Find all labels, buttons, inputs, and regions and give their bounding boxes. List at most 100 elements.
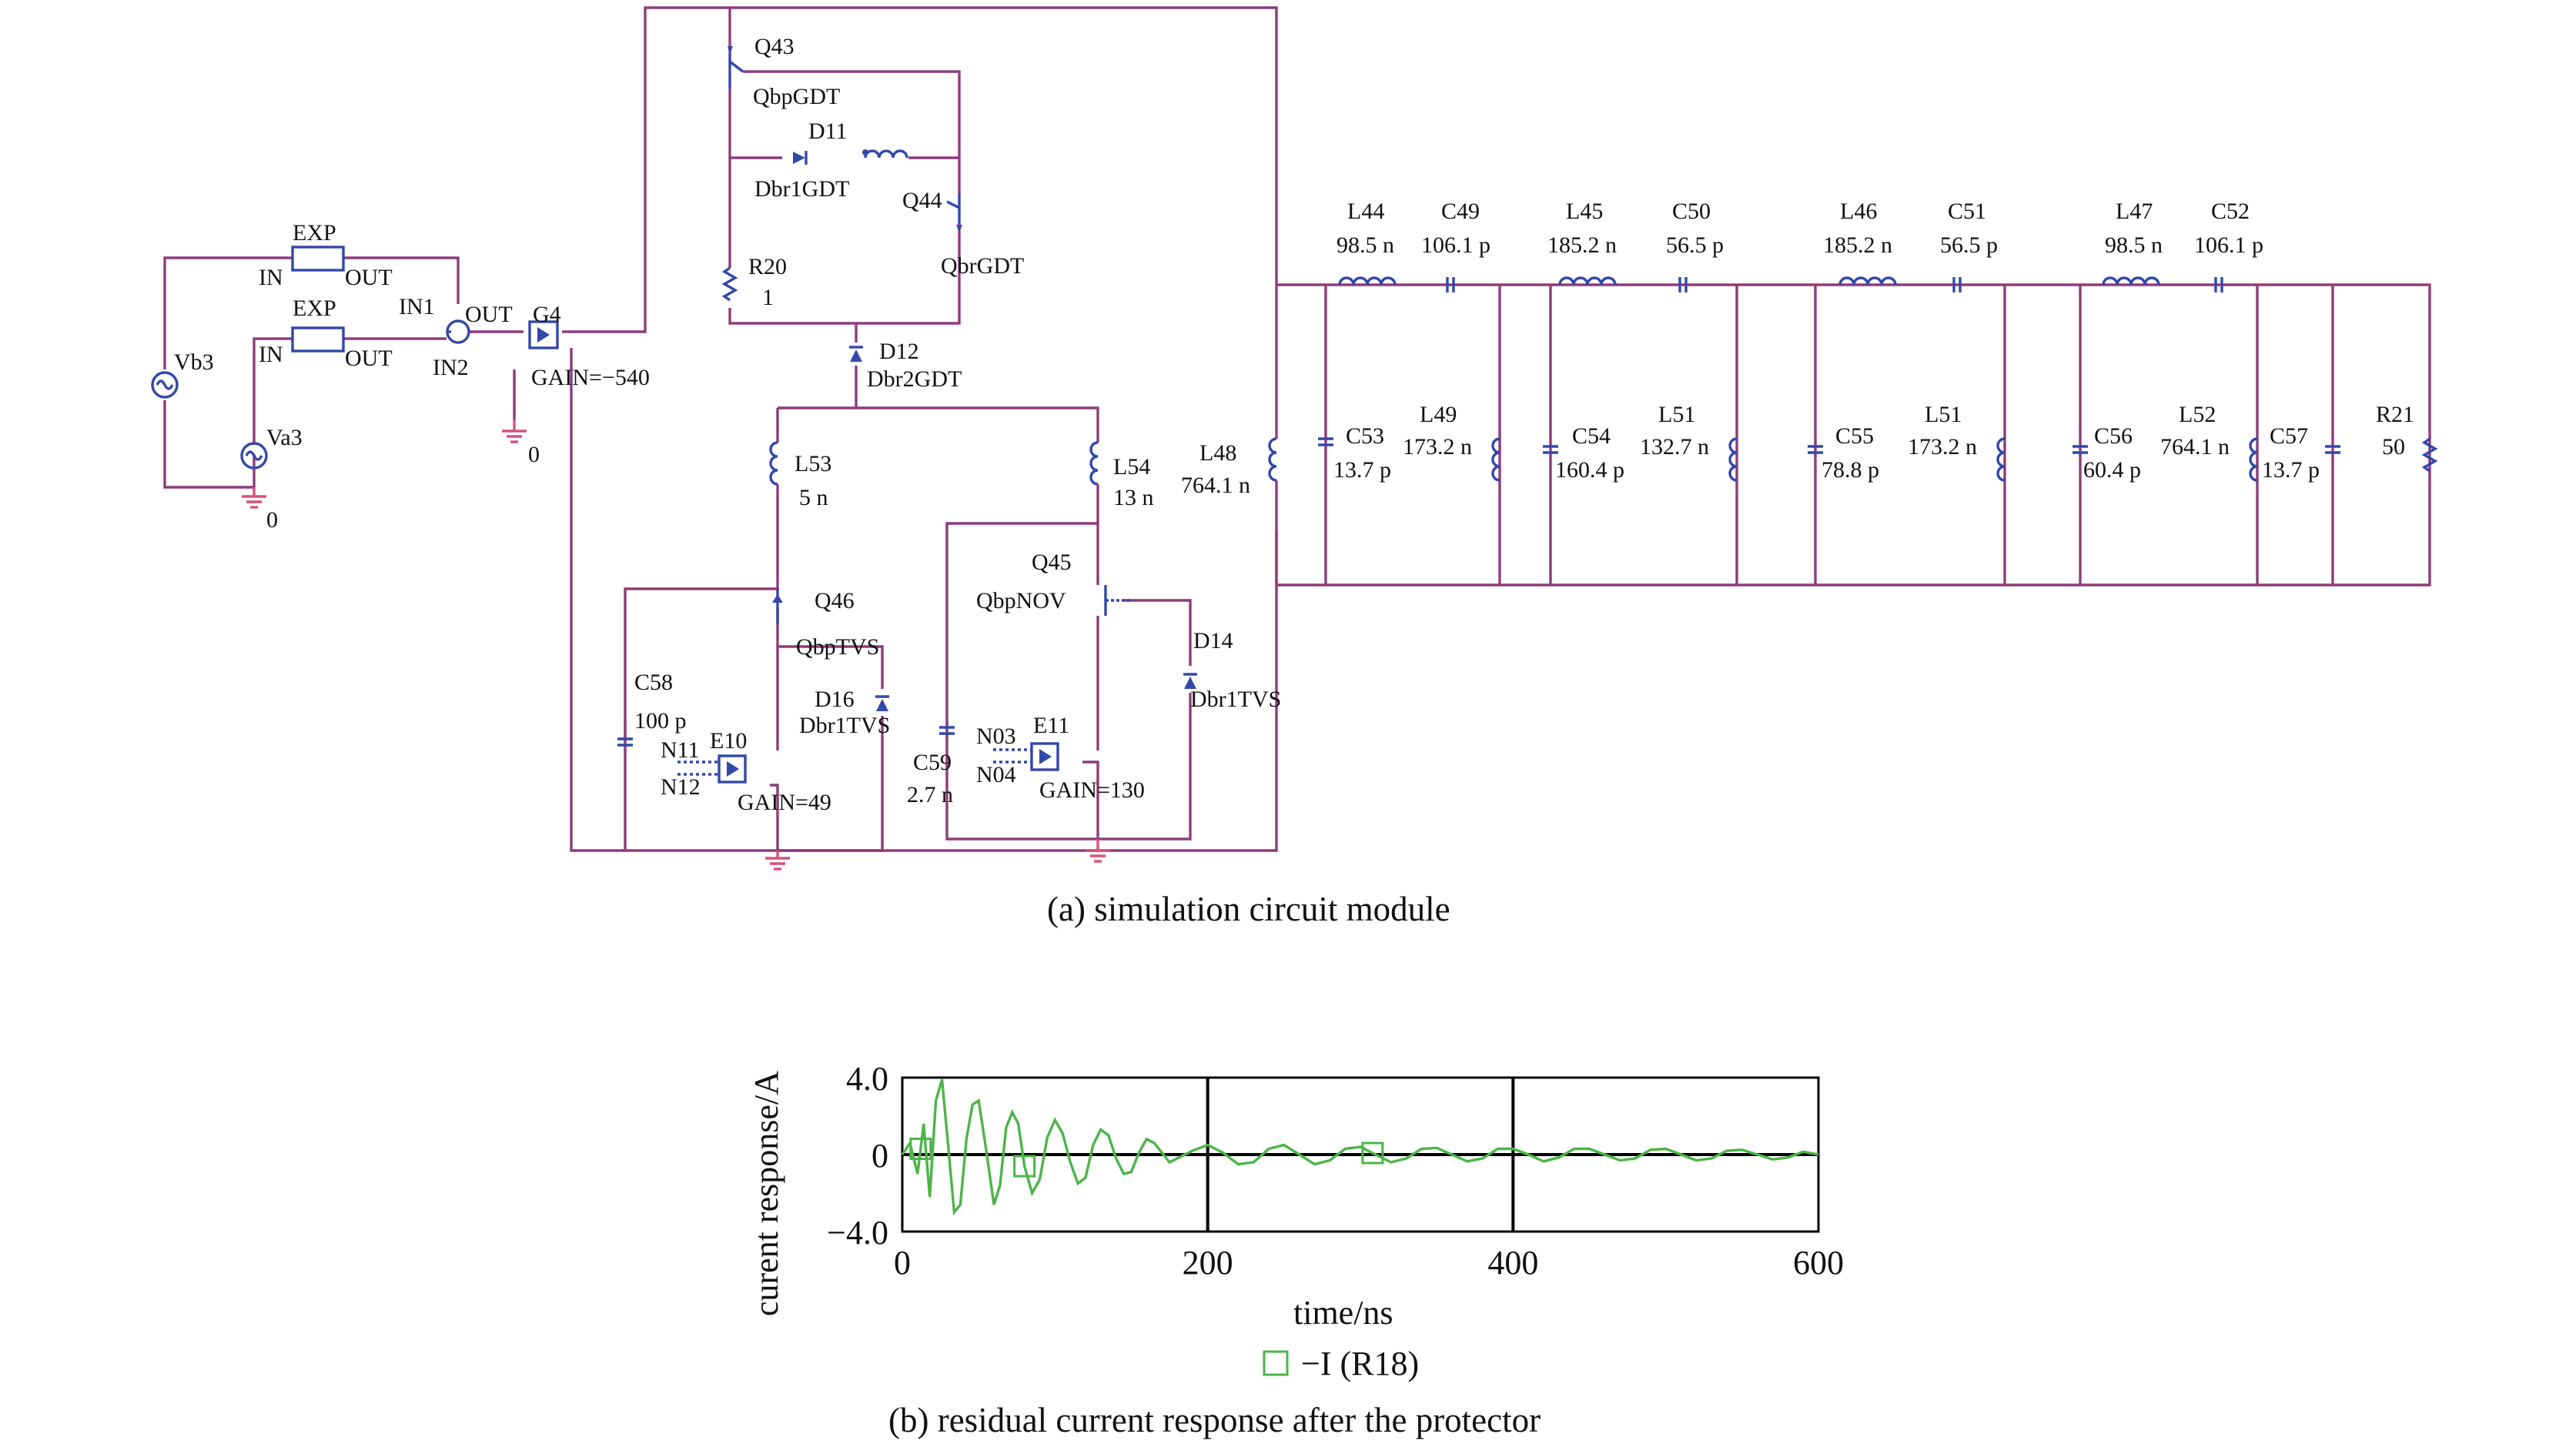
- l44-label: L44: [1347, 199, 1384, 224]
- caption-a: (a) simulation circuit module: [1047, 890, 1450, 928]
- y-tick-labels: 4.00−4.0: [827, 1060, 888, 1252]
- exp2-label: EXP: [293, 296, 336, 321]
- x-tick-label-400: 400: [1487, 1244, 1538, 1282]
- l47-value: 98.5 n: [2105, 232, 2163, 258]
- d14-model-label: Dbr1TVS: [1190, 687, 1281, 712]
- r20-value: 1: [762, 285, 774, 310]
- vb3-label: Vb3: [174, 349, 214, 375]
- n12-label: N12: [661, 774, 701, 800]
- c54-label: C54: [1572, 423, 1611, 449]
- legend: −I (R18): [1263, 1345, 1419, 1382]
- filter-shunt-elements: [1318, 285, 2438, 585]
- in2-label: IN2: [433, 355, 469, 380]
- legend-label: −I (R18): [1301, 1345, 1419, 1382]
- l45-label: L45: [1566, 199, 1603, 224]
- g4-label: G4: [533, 302, 561, 327]
- c56-value: 60.4 p: [2083, 457, 2141, 483]
- e10-source: [677, 754, 747, 784]
- summing-node: [446, 319, 470, 344]
- c50-label: C50: [1672, 199, 1711, 224]
- l49-value: 173.2 n: [1403, 434, 1472, 460]
- d16-label: D16: [815, 687, 855, 712]
- e10-gain-label: GAIN=49: [738, 790, 831, 815]
- in1-label: IN1: [399, 294, 435, 319]
- caption-b: (b) residual current response after the …: [888, 1401, 1541, 1439]
- c49-value: 106.1 p: [1421, 232, 1490, 258]
- l47-label: L47: [2116, 199, 2153, 224]
- y-tick-label-0: 4.0: [846, 1060, 888, 1098]
- q44-label: Q44: [902, 188, 942, 213]
- va3-label: Va3: [266, 425, 303, 450]
- q46-transistor: [772, 589, 783, 623]
- c53-label: C53: [1346, 423, 1384, 449]
- e11-label: E11: [1033, 713, 1069, 738]
- c59-value: 2.7 n: [907, 782, 953, 807]
- l51a-value: 132.7 n: [1640, 434, 1709, 460]
- l54-inductor: [1089, 441, 1099, 486]
- l48-inductor: [1268, 437, 1277, 482]
- n03-label: N03: [976, 724, 1016, 749]
- l44-value: 98.5 n: [1337, 232, 1394, 258]
- c58-label: C58: [634, 670, 673, 695]
- filter-series-elements: [1338, 276, 2223, 292]
- series-marker-2: [1361, 1141, 1384, 1165]
- q44-model-label: QbrGDT: [941, 253, 1024, 279]
- c53-value: 13.7 p: [1333, 457, 1391, 483]
- ground-symbol: [765, 851, 790, 871]
- ground-symbol: [1086, 839, 1110, 863]
- ground-symbol: [502, 419, 527, 443]
- c52-label: C52: [2211, 199, 2250, 224]
- r20-label: R20: [748, 254, 787, 279]
- d11-inductor: [864, 149, 908, 159]
- circuit-labels: EXP IN OUT EXP IN OUT Vb3 Va3 0 0 IN1 IN…: [174, 34, 2414, 815]
- q43-transistor: [728, 46, 744, 89]
- l48-label: L48: [1199, 440, 1236, 466]
- exp2-in-label: IN: [259, 342, 283, 367]
- l48-value: 764.1 n: [1181, 473, 1250, 498]
- d11-label: D11: [808, 119, 848, 144]
- c56-label: C56: [2094, 423, 2133, 449]
- d16-diode: [875, 695, 889, 711]
- l51a-label: L51: [1658, 402, 1695, 427]
- l52-value: 764.1 n: [2160, 434, 2230, 460]
- exp1-in-label: IN: [259, 265, 283, 290]
- d12-model-label: Dbr2GDT: [867, 366, 962, 392]
- d14-diode: [1183, 673, 1197, 689]
- n04-label: N04: [976, 762, 1016, 787]
- exp2-out-label: OUT: [345, 346, 393, 371]
- exp1-label: EXP: [293, 220, 336, 246]
- legend-marker: [1263, 1350, 1289, 1376]
- g4-source: [528, 320, 559, 349]
- c58-capacitor: [617, 737, 633, 747]
- exp-block-1: [291, 246, 345, 272]
- l53-label: L53: [795, 451, 831, 476]
- series-marker-1: [1013, 1155, 1036, 1178]
- l54-value: 13 n: [1113, 485, 1154, 510]
- c50-value: 56.5 p: [1666, 232, 1724, 258]
- vb3-source: [151, 371, 179, 399]
- vertical-gridlines: [1206, 1078, 1515, 1232]
- l52-label: L52: [2179, 402, 2216, 427]
- x-axis-label: time/ns: [1293, 1294, 1393, 1332]
- c59-capacitor: [939, 726, 955, 735]
- r20-resistor: [721, 266, 738, 302]
- y-axis-label: curent response/A: [748, 1071, 785, 1316]
- ground-0-label: 0: [266, 507, 278, 533]
- d12-diode: [849, 346, 863, 362]
- series-line-minus-i-r18: [901, 1079, 1819, 1216]
- r21-label: R21: [2376, 402, 2414, 427]
- x-tick-label-200: 200: [1183, 1244, 1233, 1282]
- d11-model-label: Dbr1GDT: [754, 176, 849, 202]
- q46-model-label: QbpTVS: [796, 634, 879, 660]
- va3-source: [240, 442, 268, 470]
- c54-value: 160.4 p: [1555, 457, 1624, 483]
- q44-transistor: [946, 194, 962, 232]
- x-tick-label-600: 600: [1793, 1244, 1844, 1282]
- c58-value: 100 p: [634, 708, 687, 734]
- c57-label: C57: [2270, 423, 2308, 449]
- l53-inductor: [769, 441, 778, 486]
- e11-source: [993, 742, 1059, 771]
